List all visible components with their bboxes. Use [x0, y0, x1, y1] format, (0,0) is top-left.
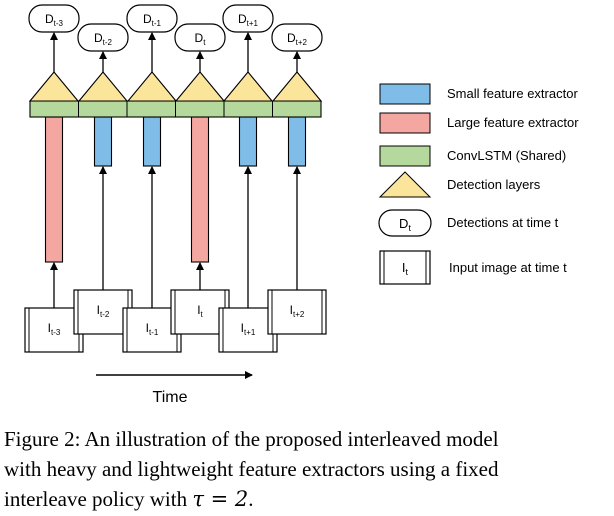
legend: Small feature extractor Large feature ex…	[378, 83, 579, 285]
detection-label: Dt+1	[238, 12, 259, 28]
detection-output: Dt+2	[271, 23, 323, 52]
input-frame: It+1	[218, 307, 278, 353]
large-feature-extractor	[190, 116, 210, 263]
detection-label: Dt-2	[94, 31, 113, 47]
detection-output: Dt-2	[77, 23, 129, 52]
legend-input-frame: It	[379, 250, 431, 285]
caption-line-2: with heavy and lightweight feature extra…	[4, 457, 499, 481]
detection-triangle	[77, 71, 129, 102]
legend-detections-pill	[378, 209, 432, 237]
legend-small-label: Small feature extractor	[447, 86, 578, 101]
legend-convlstm-swatch	[379, 145, 431, 167]
caption-line-1: Figure 2: An illustration of the propose…	[4, 427, 499, 451]
caption-math-tau: τ = 2	[192, 487, 249, 511]
small-feature-extractor	[142, 116, 162, 167]
detection-triangle	[126, 71, 178, 102]
detection-triangle	[28, 71, 80, 102]
caption-line-3-suffix: .	[248, 487, 254, 511]
detection-pill	[77, 23, 129, 52]
legend-detection-swatch	[378, 171, 432, 198]
large-feature-extractor	[44, 116, 64, 263]
small-feature-extractor	[93, 116, 113, 167]
input-frame-box	[267, 289, 327, 335]
figure-caption: Figure 2: An illustration of the propose…	[4, 424, 614, 514]
input-frame: It-2	[73, 289, 133, 335]
detection-output: Dt-1	[126, 4, 178, 33]
svg-text:It: It	[402, 260, 409, 277]
detection-label: Dt-1	[143, 12, 162, 28]
detection-pill	[126, 4, 178, 33]
small-feature-extractor	[238, 116, 258, 167]
caption-line-3-prefix: interleave policy with	[4, 487, 193, 511]
input-arrows	[50, 166, 301, 308]
detection-output-arrows	[50, 32, 301, 72]
input-label: It-1	[146, 321, 159, 337]
detection-layers	[28, 71, 323, 102]
detection-output: Dt-3	[28, 4, 80, 33]
input-label: It+2	[290, 303, 305, 319]
input-frame-box	[218, 307, 278, 353]
legend-detection-label: Detection layers	[447, 177, 541, 192]
detection-pill	[28, 4, 80, 33]
feature-extractors	[44, 116, 307, 263]
legend-convlstm-label: ConvLSTM (Shared)	[447, 148, 566, 163]
legend-large-swatch	[379, 112, 431, 134]
detection-label: Dt	[195, 31, 207, 47]
legend-input-label: Input image at time t	[449, 260, 567, 275]
convlstm-bar	[29, 100, 322, 118]
detection-output: Dt	[174, 23, 226, 52]
time-axis: Time	[96, 371, 253, 406]
input-frame-box	[24, 307, 84, 353]
input-label: It	[197, 303, 203, 319]
caption-line-3: interleave policy with τ = 2.	[4, 484, 614, 514]
legend-large-label: Large feature extractor	[447, 115, 579, 130]
input-frame: It+2	[267, 289, 327, 335]
detection-triangle	[271, 71, 323, 102]
input-label: It-3	[48, 321, 61, 337]
small-feature-extractor	[287, 116, 307, 167]
legend-detections-pill-text: Dt	[399, 216, 411, 233]
detection-triangle	[222, 71, 274, 102]
input-label: It-2	[97, 303, 110, 319]
detection-label: Dt+2	[287, 31, 308, 47]
time-label: Time	[153, 389, 188, 406]
detection-outputs: Dt-3Dt-2 Dt-1Dt Dt+1Dt+2	[28, 4, 323, 52]
detection-pill	[174, 23, 226, 52]
detection-pill	[222, 4, 274, 33]
input-label: It+1	[241, 321, 256, 337]
input-frame: It-3	[24, 307, 84, 353]
detection-pill	[271, 23, 323, 52]
legend-detections-label: Detections at time t	[447, 215, 559, 230]
detection-output: Dt+1	[222, 4, 274, 33]
legend-small-swatch	[379, 83, 431, 105]
input-frame-box	[73, 289, 133, 335]
detection-triangle	[174, 71, 226, 102]
detection-label: Dt-3	[45, 12, 64, 28]
